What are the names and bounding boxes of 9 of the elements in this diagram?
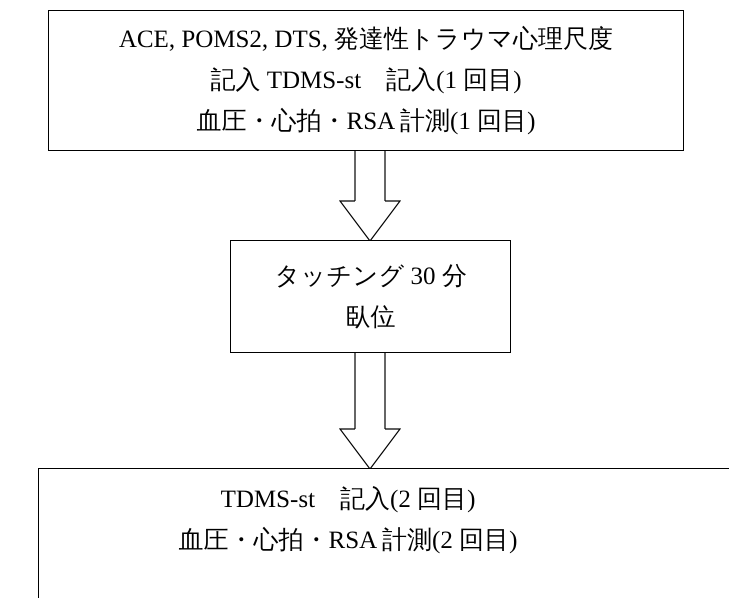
process-box xyxy=(48,10,684,151)
process-box xyxy=(38,468,729,598)
box-text: 血圧・心拍・RSA 計測(1 回目) xyxy=(196,106,536,137)
box-text: タッチング 30 分 xyxy=(274,262,467,292)
process-box xyxy=(230,240,511,353)
box-text: 臥位 xyxy=(346,302,396,332)
box-text: 血圧・心拍・RSA 計測(2 回目) xyxy=(178,526,518,556)
box-text: ACE, POMS2, DTS, 発達性トラウマ心理尺度記入 TDMS-st 記入(1 回目) xyxy=(118,24,614,96)
box-text: TDMS-st 記入(2 回目) xyxy=(220,485,476,515)
